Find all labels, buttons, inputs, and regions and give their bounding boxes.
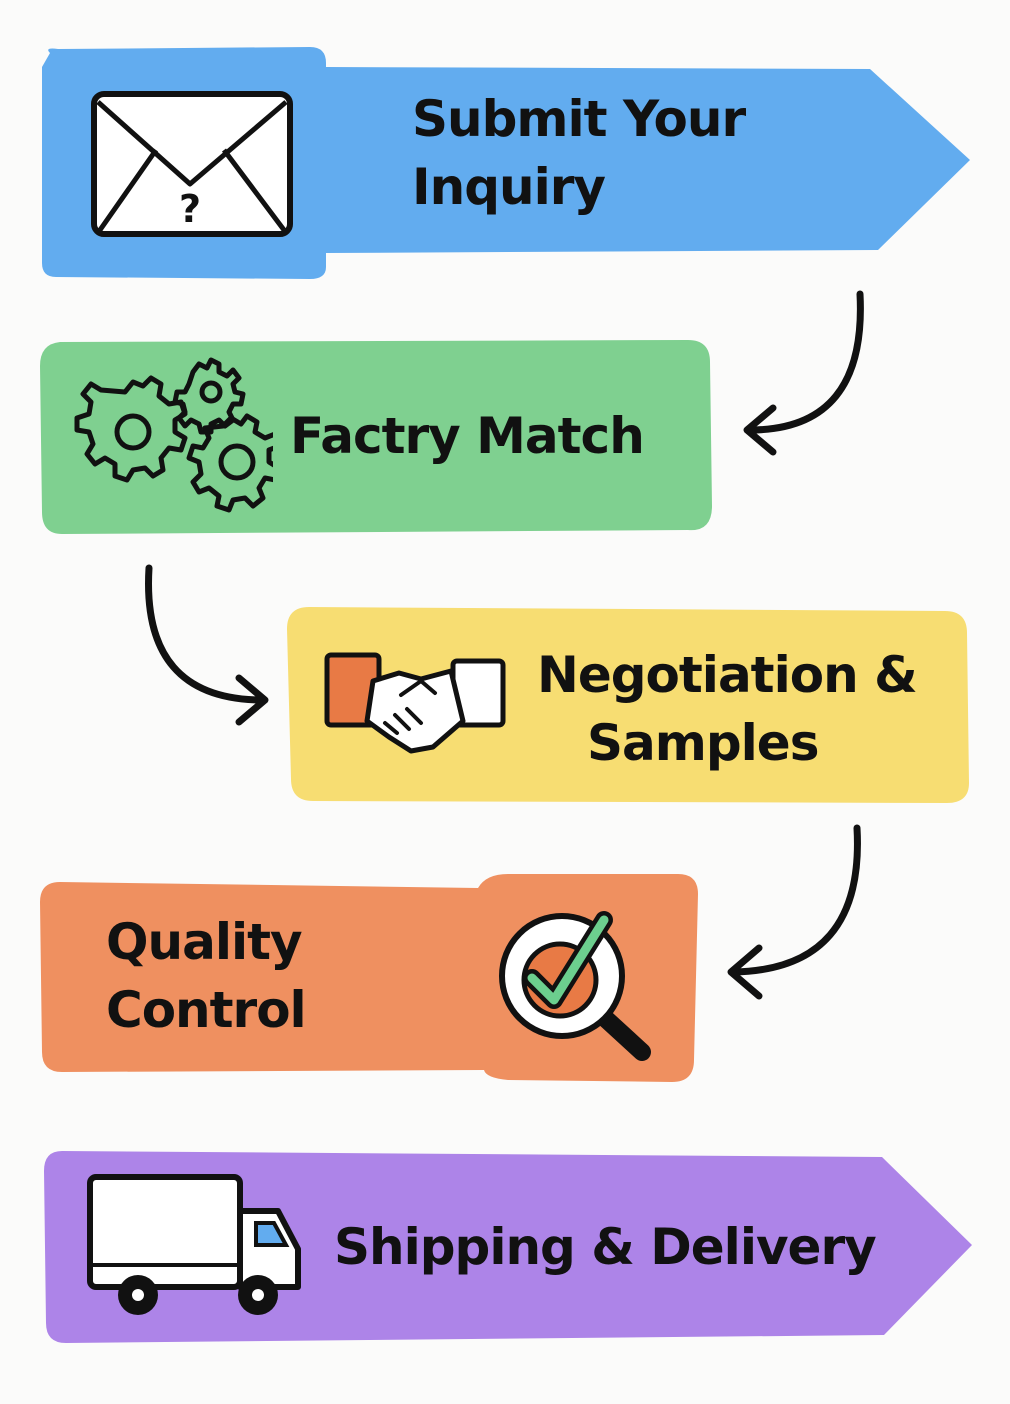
label-line: Quality (106, 913, 303, 971)
svg-text:?: ? (179, 187, 201, 231)
connector-arrow-1 (743, 290, 864, 456)
step-label: Negotiation & Samples (537, 641, 918, 777)
label-line: Submit Your (412, 90, 746, 148)
step-shipping-delivery: Shipping & Delivery (42, 1147, 982, 1347)
step-label: Factry Match (290, 402, 645, 470)
handshake-icon (324, 652, 506, 754)
envelope-question-icon: ? (91, 91, 293, 237)
step-submit-inquiry: ? Submit Your Inquiry (40, 45, 980, 285)
step-label: Submit Your Inquiry (412, 85, 746, 221)
step-factory-match: Factry Match (38, 336, 714, 536)
step-label: Quality Control (106, 908, 307, 1044)
connector-arrow-3 (727, 824, 861, 1000)
label-line: Shipping & Delivery (334, 1218, 877, 1276)
label-line: Inquiry (412, 158, 606, 216)
step-label: Shipping & Delivery (334, 1213, 877, 1281)
step-negotiation-samples: Negotiation & Samples (285, 603, 973, 808)
label-line: Negotiation & (537, 646, 918, 704)
step-shape-rect (40, 340, 712, 534)
connector-arrow-2 (145, 564, 269, 726)
step-quality-control: Quality Control (38, 870, 703, 1085)
gears-icon (74, 357, 273, 513)
label-line: Control (106, 981, 307, 1039)
label-line: Samples (587, 714, 819, 772)
delivery-truck-icon (87, 1174, 301, 1315)
magnifier-check-icon (499, 911, 651, 1061)
label-line: Factry Match (290, 407, 645, 465)
step-shape-rect (287, 607, 969, 803)
